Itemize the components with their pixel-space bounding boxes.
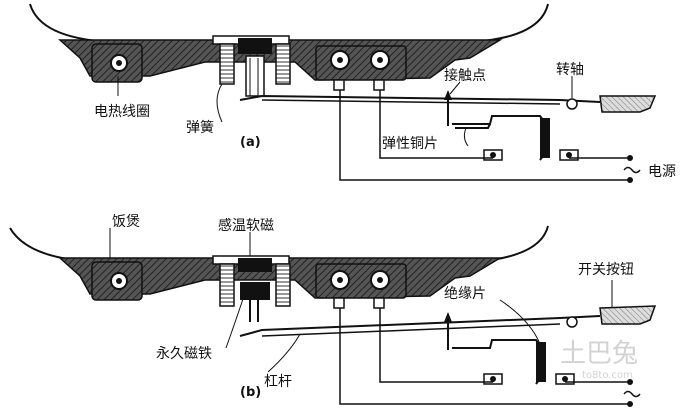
terminal-block-b bbox=[315, 263, 407, 299]
thermo-magnet-a bbox=[238, 38, 272, 54]
diagram-a: 电热线圈 弹簧 接触点 转轴 弹性铜片 电源 (a) bbox=[29, 3, 676, 183]
leader-insulating bbox=[499, 299, 541, 345]
screw-center-icon bbox=[377, 277, 383, 283]
label-insulating-sheet: 绝缘片 bbox=[444, 286, 486, 302]
wire-a1 bbox=[339, 90, 630, 181]
label-power: 电源 bbox=[648, 164, 676, 180]
lever-a bbox=[239, 94, 601, 103]
terminal-post-b bbox=[333, 297, 345, 309]
terminal-post-a bbox=[373, 79, 385, 91]
switch-button-b bbox=[599, 305, 657, 325]
label-switch-button: 开关按钮 bbox=[578, 262, 634, 278]
switch-button-a bbox=[599, 95, 657, 113]
insulating-sheet-b bbox=[536, 342, 546, 382]
screw-center-icon bbox=[490, 152, 496, 158]
power-terminal-a1 bbox=[627, 155, 633, 161]
screw-center-icon bbox=[490, 376, 496, 382]
elastic-copper-a bbox=[455, 123, 491, 129]
ac-symbol-icon bbox=[623, 390, 641, 398]
screw-center-icon bbox=[116, 278, 122, 284]
spring-chamber-right-a bbox=[275, 43, 291, 85]
screw-center-icon bbox=[337, 57, 343, 63]
terminal-post-a bbox=[333, 79, 345, 91]
screw-center-icon bbox=[337, 277, 343, 283]
leader-lever bbox=[267, 333, 301, 373]
screw-center-icon bbox=[116, 60, 122, 66]
label-rice-pot: 饭煲 bbox=[112, 213, 140, 230]
power-terminal-a2 bbox=[627, 177, 633, 183]
screw-center-icon bbox=[562, 376, 568, 382]
spring-chamber-left-a bbox=[219, 43, 235, 85]
leader-copper bbox=[463, 127, 469, 147]
label-permanent-magnet: 永久磁铁 bbox=[156, 346, 212, 362]
label-thermo-soft-magnet: 感温软磁 bbox=[218, 217, 274, 234]
wire-a2 bbox=[379, 90, 493, 159]
contact-arrow-icon bbox=[444, 312, 452, 322]
pivot-a bbox=[566, 98, 578, 110]
wire-b1 bbox=[339, 308, 630, 405]
spring-chamber-left-b bbox=[219, 263, 235, 307]
permanent-magnet-b bbox=[240, 282, 270, 300]
pivot-b bbox=[566, 316, 578, 328]
contact-insulator-a bbox=[540, 118, 550, 158]
terminal-post-b bbox=[373, 297, 385, 309]
contact-arrow-icon bbox=[444, 90, 452, 100]
ac-symbol-icon bbox=[623, 166, 641, 174]
wire-b2 bbox=[379, 308, 493, 383]
power-terminal-b1 bbox=[627, 379, 633, 385]
power-terminal-b2 bbox=[627, 401, 633, 407]
screw-center-icon bbox=[377, 57, 383, 63]
permanent-magnet-a bbox=[245, 55, 265, 97]
label-elastic-copper: 弹性铜片 bbox=[382, 136, 438, 152]
watermark-logo: 土巴兔 bbox=[560, 339, 638, 369]
label-heating-coil: 电热线圈 bbox=[94, 104, 150, 120]
caption-b: (b) bbox=[240, 385, 261, 400]
terminal-block-a bbox=[315, 45, 407, 81]
watermark-url: to8to.com bbox=[582, 370, 633, 381]
lever-b bbox=[239, 315, 601, 337]
leader-contact bbox=[449, 81, 461, 95]
diagram-b: 饭煲 感温软磁 开关按钮 绝缘片 永久磁铁 杠杆 (b) bbox=[9, 213, 657, 407]
label-spring: 弹簧 bbox=[186, 120, 214, 136]
spring-chamber-right-b bbox=[275, 263, 291, 307]
label-lever: 杠杆 bbox=[264, 374, 292, 390]
caption-a: (a) bbox=[240, 135, 261, 150]
watermark: 土巴兔 to8to.com bbox=[560, 339, 638, 381]
screw-center-icon bbox=[566, 152, 572, 158]
leader-spring bbox=[216, 83, 223, 123]
leader-permanent-magnet bbox=[225, 289, 247, 349]
label-contact-point: 接触点 bbox=[444, 67, 486, 84]
thermo-magnet-b bbox=[238, 258, 272, 272]
label-pivot: 转轴 bbox=[556, 62, 584, 78]
